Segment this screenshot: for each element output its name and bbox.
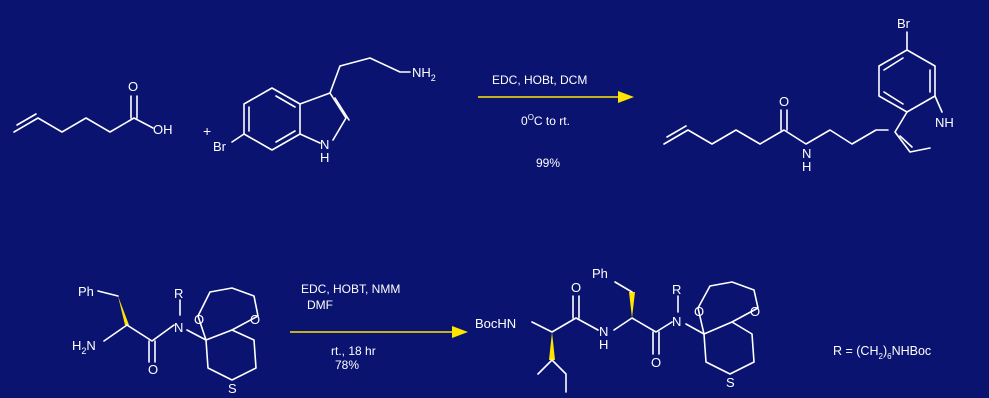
bond-pyrrole-ring	[299, 92, 347, 144]
bond-benzene-inner	[248, 95, 296, 143]
reaction-arrow-2	[290, 326, 468, 338]
atom-amine: NH2	[412, 65, 436, 83]
atom-product-oxygen-1: O	[571, 280, 581, 295]
bond-product-benzene	[878, 49, 936, 113]
atom-hydroxyl: OH	[153, 122, 173, 137]
stereo-wedge-3	[549, 332, 555, 360]
atom-carbonyl-oxygen: O	[148, 362, 158, 377]
atom-amide-n: N	[174, 320, 183, 335]
bond-ethylamine	[329, 57, 411, 94]
bond-product-benzene-inner	[883, 57, 931, 105]
stereo-wedge-2	[629, 292, 635, 318]
bond-product-chain	[663, 129, 889, 145]
bond-product-backbone	[531, 317, 673, 333]
atom-r-group: R	[174, 286, 183, 301]
reaction1-reagents: EDC, HOBt, DCM	[492, 73, 587, 87]
reaction-arrow-1	[478, 91, 634, 103]
r-group-definition: R = (CH2)6NHBoc	[833, 344, 931, 361]
atom-product-phenyl: Ph	[592, 266, 608, 281]
bond-product-n-ring	[685, 323, 705, 335]
atom-bochn: BocHN	[475, 316, 516, 331]
amino-amide-structure: Ph H2N R N O O O S	[72, 284, 260, 396]
bond-backbone	[103, 324, 175, 342]
atom-indole-h: H	[320, 150, 329, 165]
bond-product-thiane	[703, 321, 755, 375]
bond-carbonyl-1	[148, 340, 156, 363]
bond-product-pyrrole-double	[899, 135, 913, 148]
atom-product-ketal-oxygen-1: O	[694, 304, 704, 319]
bond-benzene-ring	[243, 87, 301, 151]
bond-chain	[13, 117, 154, 133]
reaction2-reagents: EDC, HOBT, NMM	[301, 282, 400, 296]
plus-sign: +	[203, 123, 211, 139]
bond-product-carbonyl-2	[652, 331, 660, 355]
atom-product-bromine: Br	[897, 16, 911, 31]
bond-thiane	[205, 329, 257, 381]
bond-br	[231, 133, 245, 143]
bond-product-carbonyl-1	[572, 295, 580, 319]
bond-product-alkene-double	[666, 125, 687, 138]
bond-dioxane	[197, 287, 259, 341]
atom-product-nh-n: N	[599, 324, 608, 339]
atom-product-amide-n: N	[802, 146, 811, 161]
atom-product-amide-n: N	[672, 314, 681, 329]
atom-product-amide-h: H	[802, 159, 811, 174]
atom-phenyl: Ph	[78, 284, 94, 299]
stereo-wedge-1	[118, 296, 129, 325]
reaction2-yield: 78%	[335, 358, 359, 372]
reaction1-yield: 99%	[536, 156, 560, 170]
atom-amine: H2N	[72, 338, 96, 356]
bond-product-benzyl	[614, 281, 633, 293]
bond-benzyl	[97, 290, 119, 297]
atom-product-indole-nh: NH	[935, 115, 954, 130]
bond-product-dioxane	[697, 281, 759, 335]
atom-product-r-group: R	[672, 282, 681, 297]
hexenoic-acid-structure: O OH	[13, 79, 173, 137]
bond-product-pyrrole	[894, 95, 943, 153]
atom-bromine: Br	[213, 139, 227, 154]
reaction1-temperature: 0OC to rt.	[521, 113, 570, 128]
bond-n-ring	[186, 329, 207, 341]
bond-product-carbonyl	[780, 109, 788, 131]
bond-product-isobutyl	[537, 359, 567, 393]
bond-alkene-double	[16, 113, 37, 126]
bromotryptamine-structure: NH2 Br N H	[213, 57, 436, 165]
reaction2-solvent: DMF	[307, 298, 333, 312]
atom-product-carbonyl-oxygen: O	[779, 94, 789, 109]
atom-ketal-oxygen-1: O	[194, 312, 204, 327]
reaction2-time: rt., 18 hr	[331, 344, 376, 358]
atom-product-ketal-oxygen-2: O	[750, 304, 760, 319]
atom-indole-n: N	[320, 137, 329, 152]
atom-carbonyl-oxygen: O	[128, 79, 138, 94]
dipeptide-product-structure: BocHN O Ph N H R N O O O S	[475, 266, 760, 393]
bond-pyrrole-double	[334, 97, 350, 121]
amide-product-structure: Br O N H NH	[663, 16, 954, 174]
atom-sulfur: S	[228, 381, 237, 396]
atom-product-sulfur: S	[726, 375, 735, 390]
atom-product-oxygen-2: O	[651, 355, 661, 370]
atom-product-nh-h: H	[599, 337, 608, 352]
bond-carbonyl-double	[130, 95, 138, 119]
atom-ketal-oxygen-2: O	[250, 312, 260, 327]
